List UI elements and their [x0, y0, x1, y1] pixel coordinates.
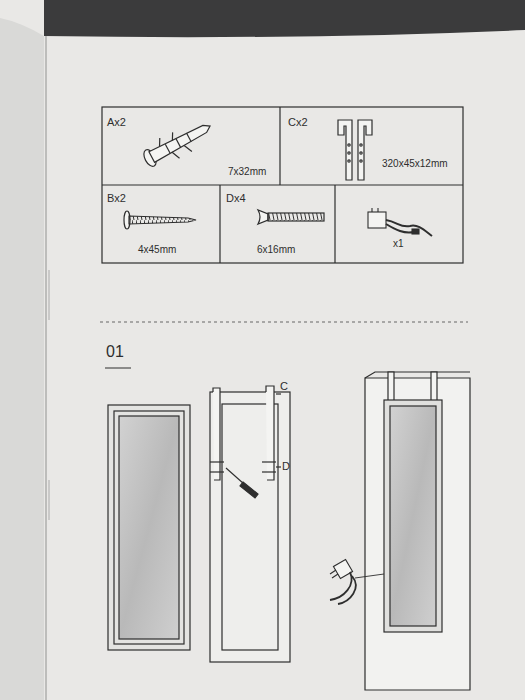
machine-screw [258, 210, 324, 224]
wood-screw [124, 211, 196, 229]
mirror-front [108, 405, 190, 650]
dimension: 4x45mm [138, 244, 176, 255]
part-count: Bx2 [107, 192, 126, 204]
part-count: x1 [393, 238, 404, 249]
part-count: Cx2 [288, 116, 308, 128]
dimension: 320x45x12mm [382, 158, 448, 169]
power-cable [330, 559, 384, 604]
door [365, 372, 470, 690]
mirror-back [210, 386, 290, 662]
part-count: Ax2 [107, 116, 126, 128]
door-hook [338, 120, 372, 180]
spine [45, 36, 47, 700]
callout-letter: C [280, 380, 288, 392]
stitch [49, 480, 50, 520]
step-number: 01 [106, 343, 124, 361]
wall-anchor [139, 115, 216, 173]
power-adapter [368, 208, 432, 236]
dimension: 6x16mm [257, 244, 295, 255]
facing-page [0, 18, 44, 700]
parts-table [102, 107, 463, 263]
divider [100, 322, 468, 323]
step-underline [105, 368, 131, 369]
table-surface [0, 0, 525, 37]
callout-letter: D [282, 460, 290, 472]
part-count: Dx4 [226, 192, 246, 204]
stitch [49, 270, 50, 320]
dimension: 7x32mm [228, 166, 266, 177]
